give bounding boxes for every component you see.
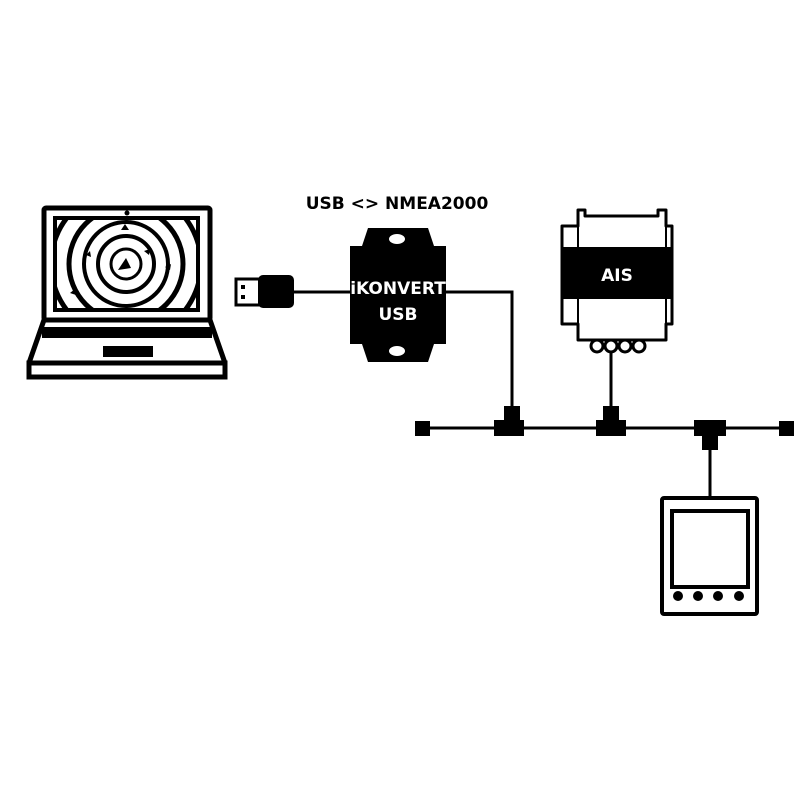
nmea2000-backbone	[415, 406, 794, 450]
tee-connector	[494, 406, 524, 436]
converter-label-line2: USB	[378, 305, 417, 325]
converter-drop-cable	[446, 290, 514, 408]
chart-display-unit	[660, 496, 759, 616]
terminator-left	[415, 421, 430, 436]
terminator-right	[779, 421, 794, 436]
diagram-heading: USB <> NMEA2000	[306, 194, 489, 214]
usb-plug-icon	[234, 275, 294, 308]
radar-screen-icon	[57, 220, 196, 308]
laptop-icon	[26, 205, 228, 380]
ikonvert-usb-converter: iKONVERT USB	[350, 228, 446, 362]
ais-label: AIS	[601, 266, 633, 286]
converter-label-line1: iKONVERT	[350, 279, 446, 299]
ais-connector-ports	[589, 338, 647, 354]
tee-connector	[596, 406, 626, 436]
ais-device: AIS	[560, 208, 674, 354]
tee-connector	[694, 420, 726, 450]
